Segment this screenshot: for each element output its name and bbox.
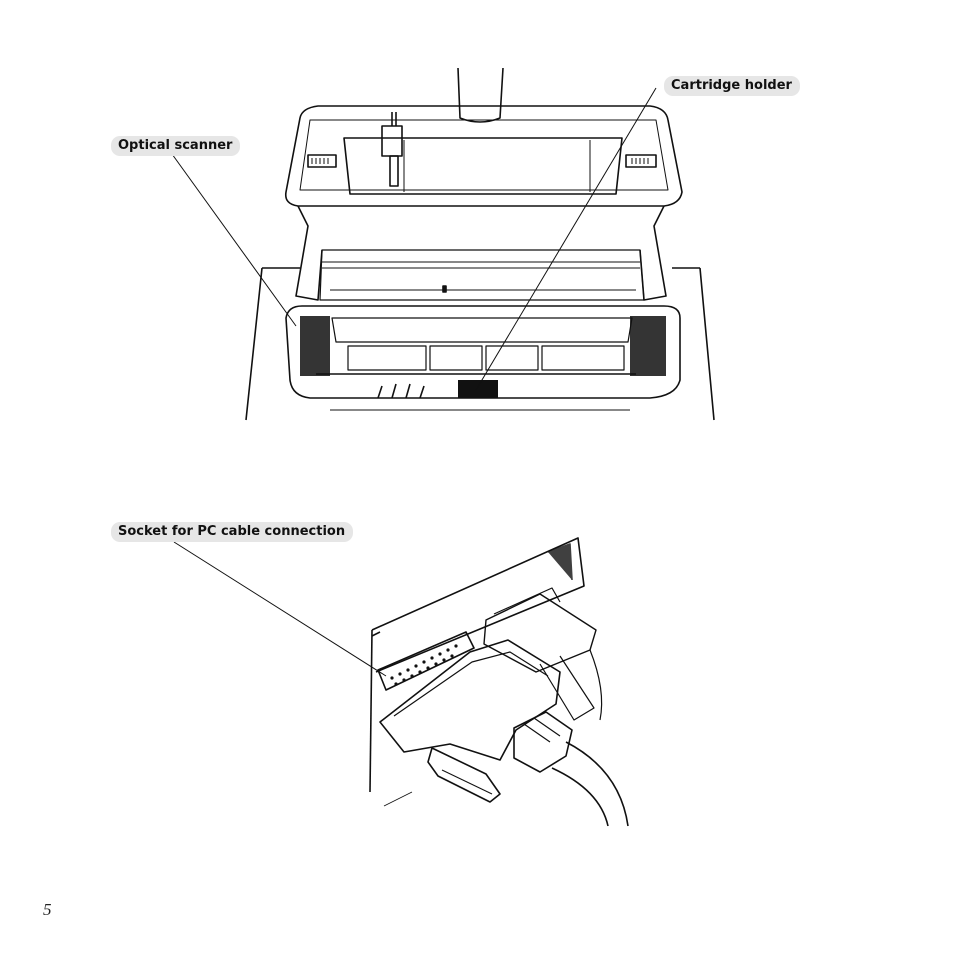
cartridge-holder-leader-line [475, 87, 657, 391]
cartridge-holder-callout: Cartridge holder [664, 76, 800, 96]
optical-scanner-callout: Optical scanner [111, 136, 241, 156]
pc-socket-leader-line [173, 541, 387, 677]
page-number: 5 [43, 900, 52, 919]
optical-scanner-leader-line [171, 153, 297, 327]
pc-socket-callout: Socket for PC cable connection [111, 522, 354, 542]
